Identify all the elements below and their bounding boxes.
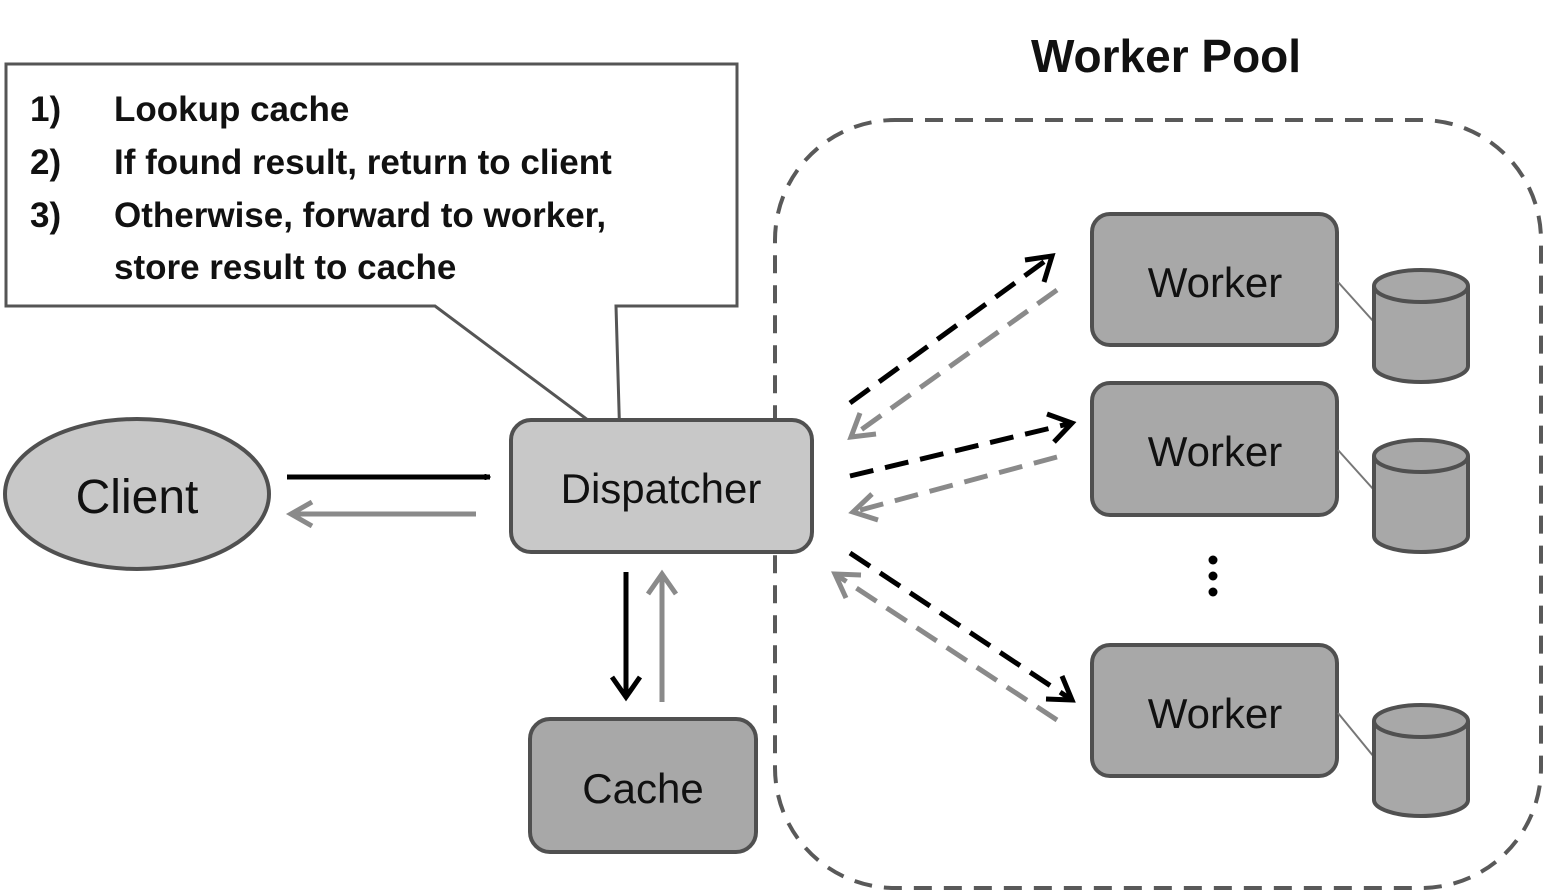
- callout-step-2-number: 2): [30, 143, 61, 182]
- callout-box: [4, 62, 739, 448]
- client-node: [3, 417, 271, 571]
- dispatcher-label: Dispatcher: [561, 465, 762, 512]
- worker-2-to-dispatcher-arrow: [852, 454, 1058, 515]
- callout-step-2-text: If found result, return to client: [114, 143, 612, 182]
- callout-step-1-number: 1): [30, 90, 61, 129]
- ellipsis-dot-2: [1208, 571, 1218, 581]
- worker-label-2: Worker: [1148, 428, 1283, 475]
- dispatcher-to-worker-1-arrowhead: [1024, 252, 1056, 283]
- dispatcher-to-client-arrowhead: [285, 499, 314, 529]
- dispatcher-to-worker-3-arrow: [848, 550, 1074, 703]
- dispatcher-to-worker-3-arrowhead: [1045, 675, 1076, 703]
- cache-label: Cache: [582, 765, 703, 812]
- callout-step-3-text: Otherwise, forward to worker,: [114, 196, 606, 235]
- callout-step-1-text: Lookup cache: [114, 90, 349, 129]
- ellipsis-dot-1: [1208, 555, 1218, 565]
- worker-node-1: [1090, 212, 1339, 347]
- worker-node-2: [1090, 381, 1339, 517]
- database-icon-1: [1337, 268, 1470, 384]
- callout-step-3-number: 3): [30, 196, 61, 235]
- worker-2-to-dispatcher-arrowhead: [848, 492, 879, 523]
- cache-to-dispatcher-arrowhead: [645, 569, 679, 596]
- worker-pool-title: Worker Pool: [1031, 30, 1301, 82]
- dispatcher-to-cache-arrowhead: [609, 675, 643, 702]
- ellipsis-dot-3: [1208, 587, 1218, 597]
- worker-node-3: [1090, 643, 1339, 778]
- worker-3-to-dispatcher-arrowhead: [831, 571, 862, 600]
- worker-3-to-dispatcher-arrow: [833, 571, 1059, 723]
- dispatcher-to-worker-2-arrowhead: [1046, 411, 1077, 444]
- dispatcher-to-worker-1-arrow: [848, 253, 1054, 406]
- callout-step-3-continuation: store result to cache: [114, 248, 456, 287]
- worker-1-to-dispatcher-arrowhead: [847, 412, 877, 440]
- database-icon-2: [1337, 438, 1470, 554]
- worker-label-1: Worker: [1148, 259, 1283, 306]
- dispatcher-to-worker-2-arrow: [849, 420, 1073, 479]
- worker-1-to-dispatcher-arrow: [849, 287, 1059, 440]
- database-icon-3: [1337, 703, 1470, 818]
- dispatcher-node: [509, 418, 814, 554]
- worker-label-3: Worker: [1148, 690, 1283, 737]
- cache-node: [528, 717, 758, 854]
- client-label: Client: [76, 471, 199, 524]
